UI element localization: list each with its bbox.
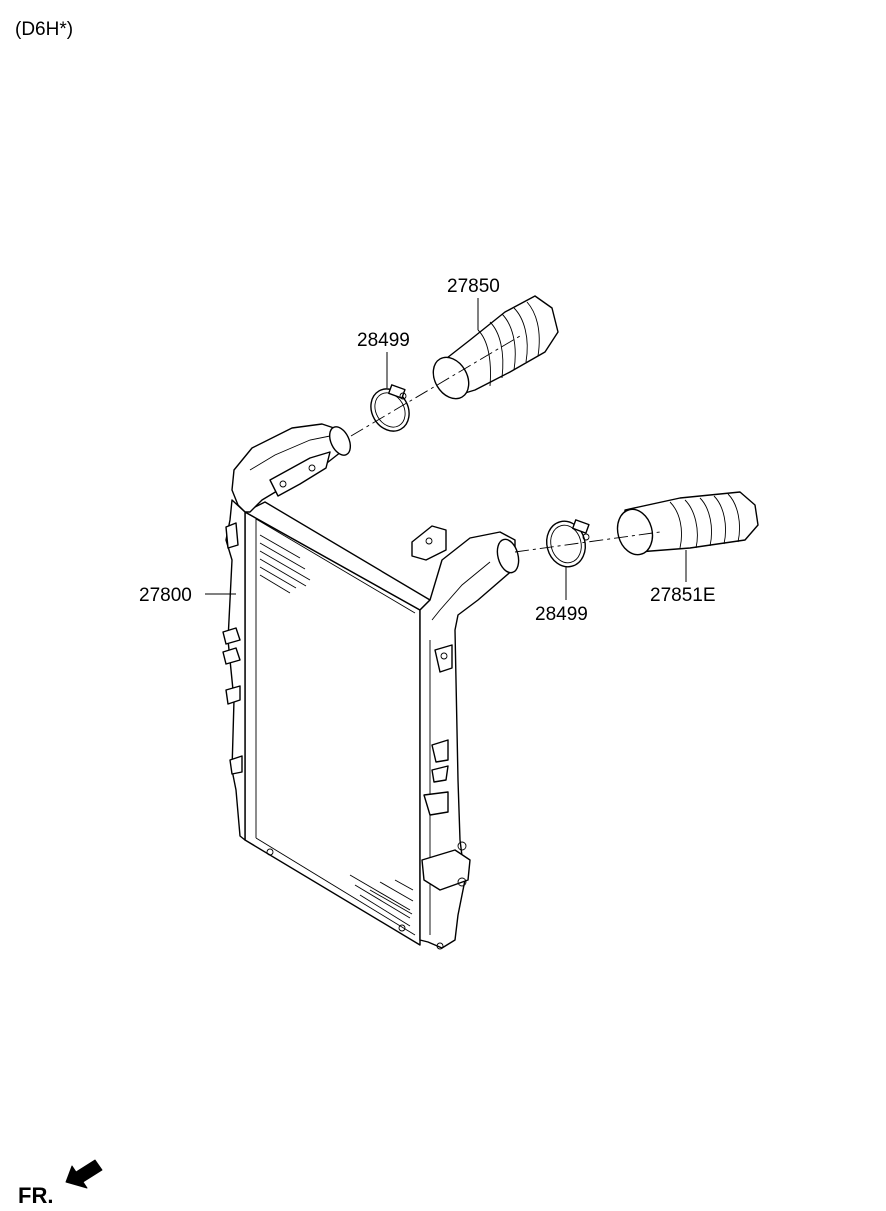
callout-27850: 27850: [447, 276, 500, 297]
clamp-lower-28499[interactable]: [542, 517, 591, 571]
callout-28499-upper: 28499: [357, 330, 410, 351]
front-arrow-icon: [65, 1159, 103, 1189]
engine-variant-label: (D6H*): [15, 19, 74, 40]
intercooler-27800[interactable]: [222, 423, 522, 950]
callout-27851e: 27851E: [650, 585, 716, 606]
clamp-upper-28499[interactable]: [363, 382, 416, 438]
front-direction-label: FR.: [18, 1183, 54, 1208]
hose-27851e[interactable]: [613, 491, 759, 559]
callout-27800: 27800: [139, 585, 192, 606]
hose-27850[interactable]: [426, 295, 559, 405]
centerline-upper: [350, 335, 521, 437]
callout-28499-lower: 28499: [535, 604, 588, 625]
